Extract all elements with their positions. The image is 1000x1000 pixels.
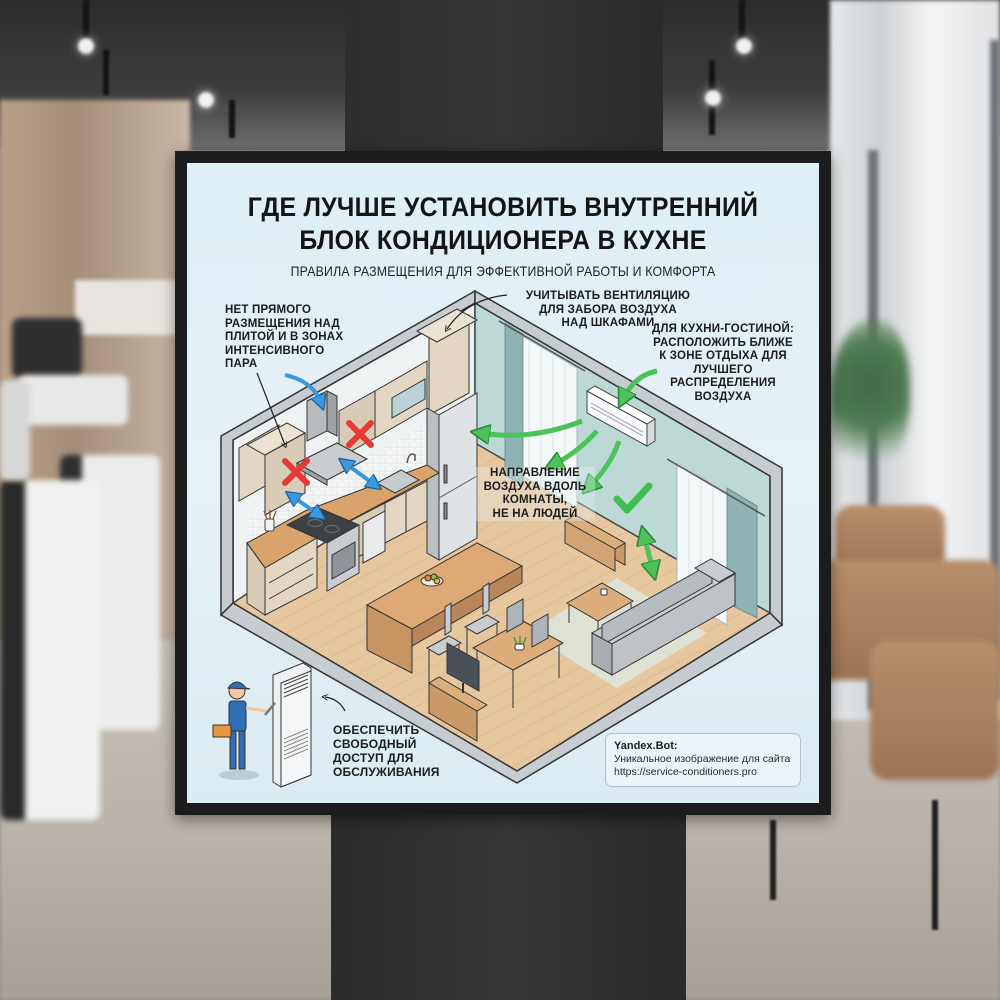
window-frame bbox=[990, 40, 1000, 700]
kitchen-isometric-illustration bbox=[212, 289, 784, 788]
watermark-line-1: Уникальное изображение для сайта bbox=[614, 753, 791, 765]
watermark-box: Yandex.Bot: Уникальное изображение для с… bbox=[605, 733, 801, 787]
label-ventilation: УЧИТЫВАТЬ ВЕНТИЛЯЦИЮ ДЛЯ ЗАБОРА ВОЗДУХА … bbox=[525, 290, 691, 329]
watermark-title: Yandex.Bot: bbox=[614, 740, 678, 752]
poster: ГДЕ ЛУЧШЕ УСТАНОВИТЬ ВНУТРЕННИЙ БЛОК КОН… bbox=[187, 163, 819, 803]
bg-appliance bbox=[0, 480, 100, 820]
pendant-light bbox=[705, 90, 721, 106]
poster-subtitle: ПРАВИЛА РАЗМЕЩЕНИЯ ДЛЯ ЭФФЕКТИВНОЙ РАБОТ… bbox=[290, 263, 716, 279]
bg-appliance bbox=[0, 380, 30, 480]
chair-leg bbox=[932, 800, 938, 930]
label-no-above-stove: НЕТ ПРЯМОГО РАЗМЕЩЕНИЯ НАД ПЛИТОЙ И В ЗО… bbox=[225, 304, 344, 370]
bg-appliance bbox=[12, 318, 82, 378]
kitchen-island bbox=[365, 542, 524, 674]
armchair bbox=[870, 640, 1000, 780]
green-check-icon bbox=[613, 482, 653, 514]
poster-frame: ГДЕ ЛУЧШЕ УСТАНОВИТЬ ВНУТРЕННИЙ БЛОК КОН… bbox=[175, 151, 831, 815]
fridge bbox=[426, 392, 478, 561]
label-airflow: НАПРАВЛЕНИЕ ВОЗДУХА ВДОЛЬ КОМНАТЫ, НЕ НА… bbox=[475, 467, 595, 521]
red-x-icon bbox=[282, 420, 374, 486]
leader-arrow-icon bbox=[256, 294, 508, 712]
poster-title-line-1: ГДЕ ЛУЧШЕ УСТАНОВИТЬ ВНУТРЕННИЙ bbox=[247, 192, 759, 222]
plant bbox=[830, 320, 910, 480]
pendant-rod bbox=[83, 0, 89, 45]
pendant-rod bbox=[229, 100, 235, 138]
utensil-pot bbox=[263, 510, 277, 532]
dining-table bbox=[471, 598, 565, 708]
pendant-light bbox=[736, 38, 752, 54]
chair-leg bbox=[770, 820, 776, 900]
tv-cabinet bbox=[428, 642, 488, 742]
sofa bbox=[590, 558, 737, 676]
label-service-access: ОБЕСПЕЧИТЬ СВОБОДНЫЙ ДОСТУП ДЛЯ ОБСЛУЖИВ… bbox=[333, 723, 440, 779]
dishwasher bbox=[362, 510, 386, 564]
bg-appliance bbox=[18, 375, 128, 425]
technician-with-floor-unit bbox=[212, 662, 312, 788]
watermark-url: https://service-conditioners.pro bbox=[614, 766, 757, 778]
wall-shelf bbox=[75, 280, 190, 335]
display-pillar-bottom bbox=[331, 812, 686, 1000]
pendant-rod bbox=[739, 0, 745, 45]
pendant-light bbox=[198, 92, 214, 108]
pendant-light bbox=[78, 38, 94, 54]
airflow-arrow-icon bbox=[480, 368, 657, 571]
poster-title-line-2: БЛОК КОНДИЦИОНЕРА В КУХНЕ bbox=[299, 225, 707, 255]
sink bbox=[375, 453, 421, 494]
steam-arrow-icon bbox=[285, 373, 375, 515]
pendant-rod bbox=[103, 50, 109, 95]
display-pillar-top bbox=[345, 0, 663, 160]
tv-stand bbox=[564, 514, 626, 572]
label-living-zone: ДЛЯ КУХНИ-ГОСТИНОЙ: РАСПОЛОЖИТЬ БЛИЖЕ К … bbox=[651, 323, 795, 403]
